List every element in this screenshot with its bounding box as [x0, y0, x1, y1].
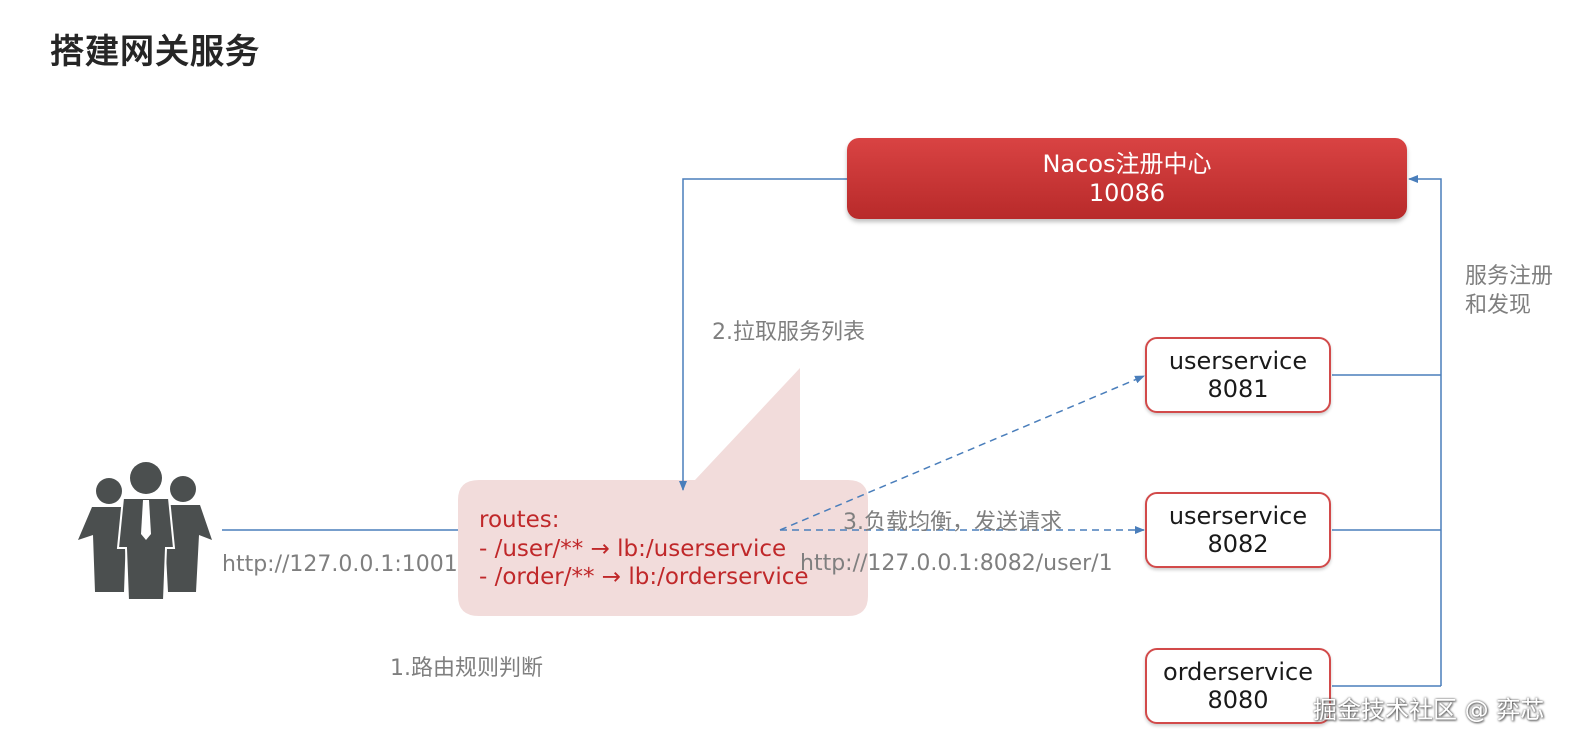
registration-label-line2: 和发现 [1465, 293, 1532, 318]
registration-arrow [1408, 175, 1442, 686]
client-url-label: http://127.0.0.1:1001 [222, 552, 458, 577]
service-box-userservice-8082: userservice 8082 [1145, 492, 1331, 568]
target-url-label: http://127.0.0.1:8082/user/1 [800, 551, 1113, 576]
lb-arrow-to-8081 [779, 375, 1145, 531]
page-title: 搭建网关服务 [50, 32, 260, 72]
routes-header: routes: [479, 507, 560, 533]
gateway-routes: routes: - /user/** → lb:/userservice - /… [479, 506, 809, 592]
service-box-orderservice-8080: orderservice 8080 [1145, 648, 1331, 724]
service-name: orderservice [1163, 658, 1313, 686]
registration-label-line1: 服务注册 [1465, 264, 1554, 289]
step2-label: 2.拉取服务列表 [712, 320, 865, 345]
users-icon [78, 462, 212, 601]
service-port: 8082 [1207, 530, 1269, 558]
route-rule-order: - /order/** → lb:/orderservice [479, 564, 809, 590]
nacos-registry-box: Nacos注册中心 10086 [847, 138, 1407, 219]
route-rule-user: - /user/** → lb:/userservice [479, 535, 787, 562]
step3-label: 3.负载均衡，发送请求 [843, 510, 1062, 535]
service-box-userservice-8081: userservice 8081 [1145, 337, 1331, 413]
registration-label: 服务注册 和发现 [1465, 262, 1553, 320]
step1-label: 1.路由规则判断 [390, 656, 543, 681]
service-name: userservice [1168, 347, 1308, 375]
pull-service-list-arrow [679, 178, 847, 491]
gateway-bubble [458, 368, 868, 616]
watermark: 掘金技术社区 @ 弈芯 [1313, 696, 1545, 724]
registry-name: Nacos注册中心 [1042, 149, 1212, 178]
service-port: 8081 [1207, 375, 1269, 403]
registry-port: 10086 [1088, 178, 1166, 207]
service-name: userservice [1168, 502, 1308, 530]
service-port: 8080 [1207, 686, 1269, 714]
